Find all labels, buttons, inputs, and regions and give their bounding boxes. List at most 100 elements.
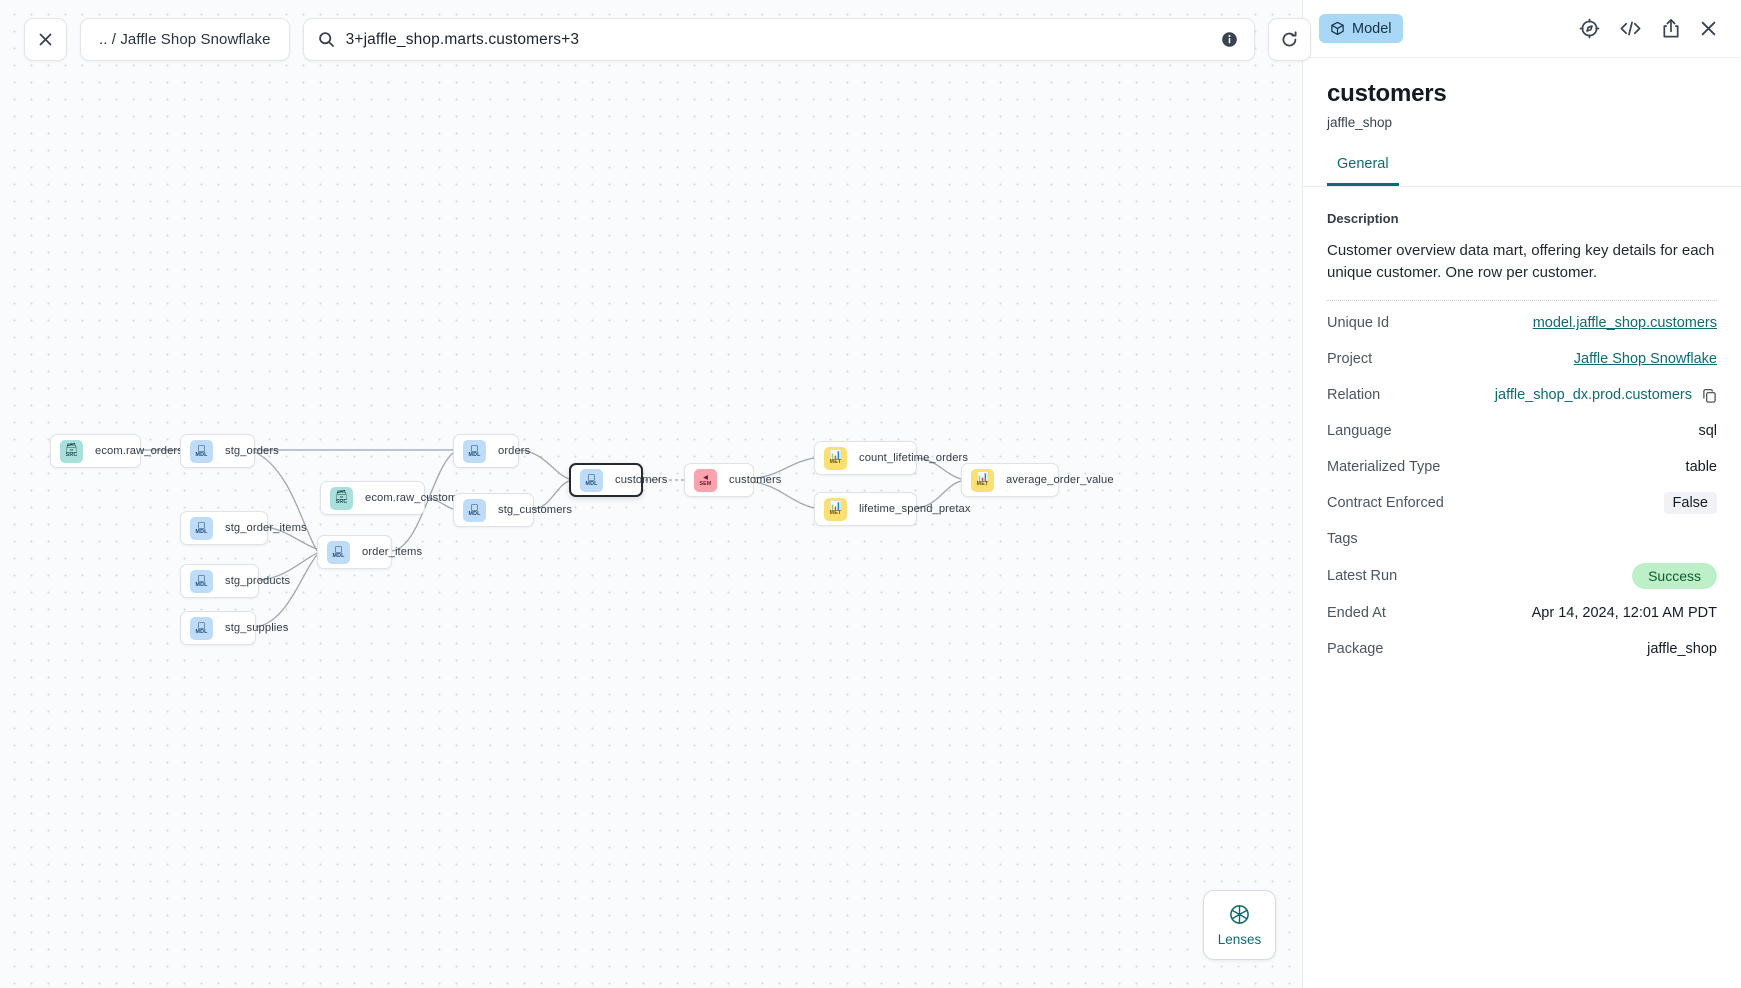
detail-row-value-wrap: sql — [1698, 423, 1717, 439]
detail-row-value-wrap: Apr 14, 2024, 12:01 AM PDT — [1532, 605, 1717, 621]
model-chip-label: Model — [1352, 20, 1392, 37]
graph-node-customers_sem[interactable]: ◂SEM customers — [684, 463, 781, 497]
detail-row-value[interactable]: Jaffle Shop Snowflake — [1573, 351, 1717, 368]
graph-node-label: stg_order_items — [225, 522, 307, 534]
page-subtitle: jaffle_shop — [1327, 115, 1393, 130]
mdl-badge-icon: ◻MDL — [190, 569, 213, 593]
detail-row: Language sql — [1327, 413, 1717, 449]
info-icon[interactable] — [1221, 31, 1238, 48]
graph-node-label: customers — [615, 474, 668, 486]
share-icon[interactable] — [1661, 18, 1681, 39]
detail-row-value-wrap: Success — [1632, 563, 1717, 590]
description-text: Customer overview data mart, offering ke… — [1327, 242, 1715, 282]
detail-row-value[interactable]: model.jaffle_shop.customers — [1532, 315, 1717, 332]
detail-row: Contract Enforced False — [1327, 485, 1717, 521]
graph-node-average_order_value[interactable]: 📊MET average_order_value — [961, 463, 1114, 497]
graph-node-label: customers — [729, 474, 782, 486]
detail-row-label: Relation — [1327, 387, 1381, 404]
mdl-badge-icon: ◻MDL — [190, 616, 213, 640]
graph-node-label: stg_orders — [225, 445, 279, 457]
detail-row-label: Tags — [1327, 531, 1358, 548]
graph-node-lifetime_spend_pretax[interactable]: 📊MET lifetime_spend_pretax — [814, 492, 970, 526]
mdl-badge-icon: ◻MDL — [463, 439, 486, 463]
close-lineage-button[interactable] — [24, 18, 67, 61]
panel-body: Description Customer overview data mart,… — [1303, 187, 1741, 988]
lenses-label: Lenses — [1217, 931, 1262, 947]
panel-title-block: customers jaffle_shop — [1303, 58, 1741, 130]
detail-row-value-wrap: model.jaffle_shop.customers — [1533, 315, 1717, 331]
mdl-badge-icon: ◻MDL — [190, 439, 213, 463]
met-badge-icon: 📊MET — [824, 497, 847, 521]
model-type-chip[interactable]: Model — [1319, 14, 1403, 43]
mdl-badge-icon: ◻MDL — [580, 468, 603, 492]
sem-badge-icon: ◂SEM — [694, 468, 717, 492]
cube-icon — [1331, 21, 1344, 36]
graph-node-label: stg_customers — [498, 504, 573, 516]
mdl-badge-icon: ◻MDL — [327, 540, 350, 564]
detail-row-value-wrap: jaffle_shop — [1647, 641, 1717, 657]
search-input[interactable]: 3+jaffle_shop.marts.customers+3 — [345, 30, 580, 48]
detail-row: Materialized Type table — [1327, 449, 1717, 485]
detail-row-label: Materialized Type — [1327, 459, 1441, 476]
lineage-search-box[interactable]: 3+jaffle_shop.marts.customers+3 — [302, 18, 1255, 61]
detail-row: Unique Id model.jaffle_shop.customers — [1327, 305, 1717, 341]
tab-general[interactable]: General — [1327, 156, 1399, 186]
copy-icon[interactable] — [1702, 388, 1717, 403]
graph-node-label: ecom.raw_customers — [365, 492, 474, 504]
graph-node-order_items[interactable]: ◻MDL order_items — [317, 535, 422, 569]
met-badge-icon: 📊MET — [824, 446, 847, 470]
graph-node-stg_order_items[interactable]: ◻MDL stg_order_items — [180, 511, 307, 545]
detail-row: Tags — [1327, 521, 1717, 557]
detail-row: Ended At Apr 14, 2024, 12:01 AM PDT — [1327, 595, 1717, 631]
breadcrumb-label: .. / Jaffle Shop Snowflake — [99, 31, 271, 48]
divider — [1327, 300, 1717, 302]
refresh-button[interactable] — [1267, 18, 1311, 61]
panel-header: Model — [1303, 0, 1741, 58]
graph-node-stg_orders[interactable]: ◻MDL stg_orders — [180, 434, 279, 468]
breadcrumb-button[interactable]: .. / Jaffle Shop Snowflake — [80, 18, 290, 61]
graph-node-label: order_items — [362, 546, 423, 558]
graph-node-label: lifetime_spend_pretax — [859, 503, 971, 515]
graph-node-label: orders — [498, 445, 531, 457]
detail-row-value-wrap: table — [1686, 459, 1717, 475]
graph-node-orders[interactable]: ◻MDL orders — [453, 434, 530, 468]
detail-row-value: Success — [1632, 563, 1717, 590]
detail-row-label: Language — [1327, 423, 1392, 440]
graph-node-label: stg_supplies — [225, 622, 289, 634]
graph-node-label: average_order_value — [1006, 474, 1114, 486]
detail-row: Package jaffle_shop — [1327, 631, 1717, 667]
detail-row: Latest Run Success — [1327, 557, 1717, 595]
detail-row-label: Unique Id — [1327, 315, 1390, 332]
met-badge-icon: 📊MET — [971, 468, 994, 492]
code-icon[interactable] — [1619, 18, 1642, 39]
detail-row-value-wrap: Jaffle Shop Snowflake — [1574, 351, 1717, 367]
mdl-badge-icon: ◻MDL — [190, 516, 213, 540]
close-icon[interactable] — [1700, 20, 1717, 37]
graph-node-ecom_raw_orders[interactable]: 🗃SRC ecom.raw_orders — [50, 434, 183, 468]
panel-tabs: General — [1303, 156, 1741, 187]
details-panel: Model — [1302, 0, 1741, 988]
graph-node-customers_mdl[interactable]: ◻MDL customers — [569, 463, 667, 497]
lenses-button[interactable]: Lenses — [1203, 890, 1276, 960]
detail-row-value[interactable]: jaffle_shop_dx.prod.customers — [1494, 387, 1692, 404]
detail-row-value-wrap: False — [1663, 492, 1717, 515]
graph-node-label: ecom.raw_orders — [95, 445, 183, 457]
detail-row-label: Ended At — [1327, 605, 1386, 622]
detail-row-value: False — [1663, 492, 1717, 515]
detail-row-label: Contract Enforced — [1327, 495, 1444, 512]
panel-actions — [1579, 18, 1717, 39]
compass-icon[interactable] — [1579, 18, 1600, 39]
graph-node-stg_supplies[interactable]: ◻MDL stg_supplies — [180, 611, 288, 645]
src-badge-icon: 🗃SRC — [60, 439, 83, 463]
detail-row-label: Latest Run — [1327, 568, 1398, 585]
detail-row-value: jaffle_shop — [1647, 641, 1717, 658]
detail-row-value: Apr 14, 2024, 12:01 AM PDT — [1531, 605, 1717, 622]
detail-row-label: Package — [1327, 641, 1384, 658]
